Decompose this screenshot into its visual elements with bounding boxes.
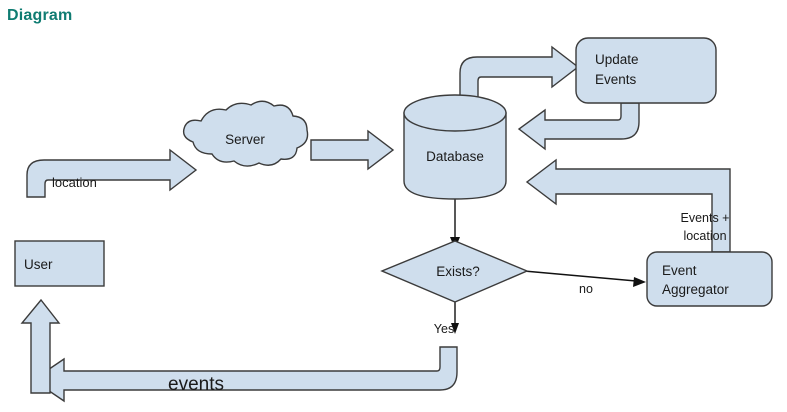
node-update-events[interactable]: Update Events xyxy=(575,37,717,104)
edge-user-to-server-label: location xyxy=(52,175,97,190)
edge-database-to-update-events-arrow xyxy=(459,45,580,104)
edge-aggregator-to-database-arrow xyxy=(525,158,731,253)
edge-exists-yes-arrowhead xyxy=(451,323,459,334)
edge-exists-no-arrowhead xyxy=(633,277,646,287)
node-event-aggregator-box[interactable] xyxy=(646,251,773,307)
node-server-label: Server xyxy=(225,132,265,147)
node-update-events-box[interactable] xyxy=(575,37,717,104)
edge-exists-no-label: no xyxy=(579,282,593,296)
edge-exists-no-line xyxy=(523,270,637,282)
node-database-label: Database xyxy=(426,149,484,164)
edge-update-events-to-database xyxy=(517,102,640,151)
node-update-events-label-line2: Events xyxy=(595,72,637,87)
edge-exists-yes-label: Yes xyxy=(434,322,454,336)
node-event-aggregator-label-line1: Event xyxy=(662,263,697,278)
edge-database-to-update-events xyxy=(459,45,580,104)
page-title: Diagram xyxy=(7,7,73,24)
node-database[interactable]: Database xyxy=(403,94,507,200)
edge-aggregator-label-line2: location xyxy=(683,229,726,243)
node-server-cloud[interactable] xyxy=(182,100,309,167)
edge-aggregator-to-database: Events + location xyxy=(525,158,731,253)
node-user[interactable]: User xyxy=(14,240,105,287)
node-user-box[interactable] xyxy=(14,240,105,287)
edge-user-to-server: location xyxy=(26,148,198,198)
edge-exists-no-to-aggregator: no xyxy=(523,270,646,296)
node-server[interactable]: Server xyxy=(182,100,309,167)
node-exists[interactable]: Exists? xyxy=(380,240,529,303)
edge-events-up-to-user-arrow xyxy=(20,298,61,394)
node-event-aggregator-label-line2: Aggregator xyxy=(662,282,729,297)
node-database-top xyxy=(403,94,507,132)
edge-user-to-server-arrow xyxy=(26,148,198,198)
edge-update-events-to-database-arrow xyxy=(517,102,640,151)
edge-events-return-label: events xyxy=(168,374,224,395)
node-exists-label: Exists? xyxy=(436,264,480,279)
node-exists-diamond[interactable] xyxy=(380,240,529,303)
node-user-label: User xyxy=(24,257,53,272)
edge-server-to-database xyxy=(310,129,395,171)
node-event-aggregator[interactable]: Event Aggregator xyxy=(646,251,773,307)
node-database-body[interactable] xyxy=(403,112,507,200)
edge-aggregator-label-line1: Events + xyxy=(681,211,730,225)
edge-exists-yes-to-user: Yes events xyxy=(20,298,459,403)
edge-server-to-database-arrow xyxy=(310,129,395,171)
edge-events-return-arrow xyxy=(31,346,458,403)
node-update-events-label-line1: Update xyxy=(595,52,639,67)
